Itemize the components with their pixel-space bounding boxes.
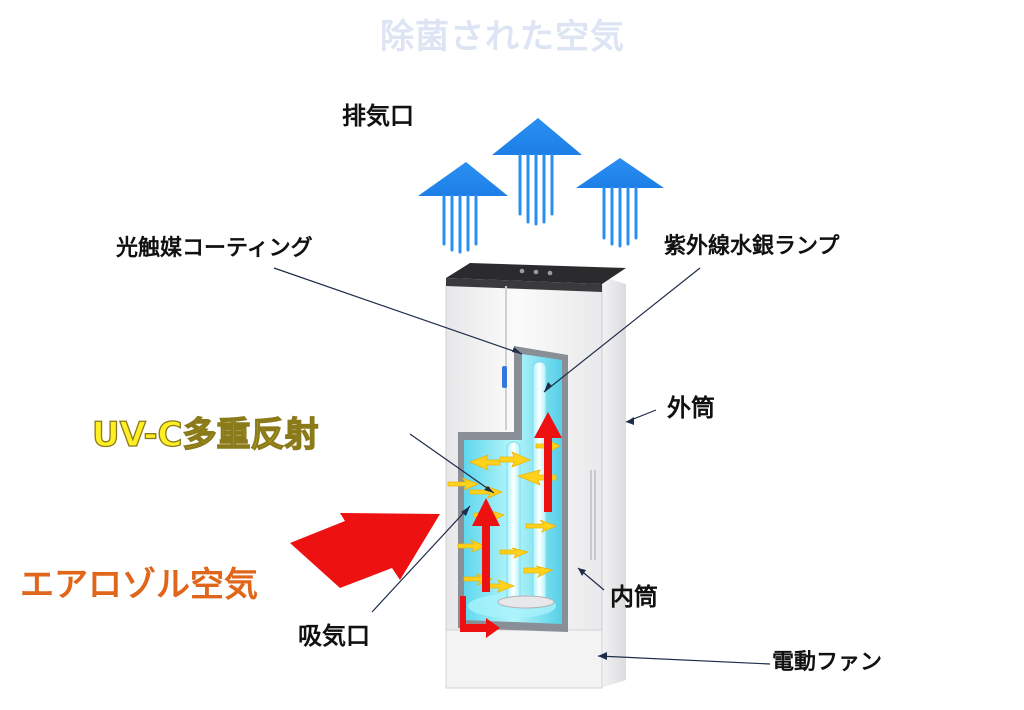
leader-lines — [273, 267, 771, 665]
outer-tube-label: 外筒 — [667, 394, 715, 422]
aerosol-air-label: エアロゾル空気 — [20, 565, 258, 605]
exhaust-arrow-left — [418, 162, 508, 254]
intake-arrow — [290, 513, 440, 588]
photocatalyst-label: 光触媒コーティング — [116, 236, 313, 261]
intake-label: 吸気口 — [298, 622, 370, 650]
uvc-reflection-label: UV-C多重反射 — [91, 415, 319, 455]
leader-arrowheads — [461, 347, 634, 660]
diagram-title: 除菌された空気 — [380, 17, 625, 57]
exhaust-arrow-right — [576, 158, 664, 248]
electric-fan-label: 電動ファン — [772, 650, 883, 675]
exhaust-arrow-center — [492, 118, 582, 226]
uv-lamp-label: 紫外線水銀ランプ — [664, 234, 840, 259]
exhaust-label: 排気口 — [342, 102, 414, 130]
airflow-arrows-red — [460, 412, 562, 638]
inner-tube-label: 内筒 — [610, 583, 658, 611]
